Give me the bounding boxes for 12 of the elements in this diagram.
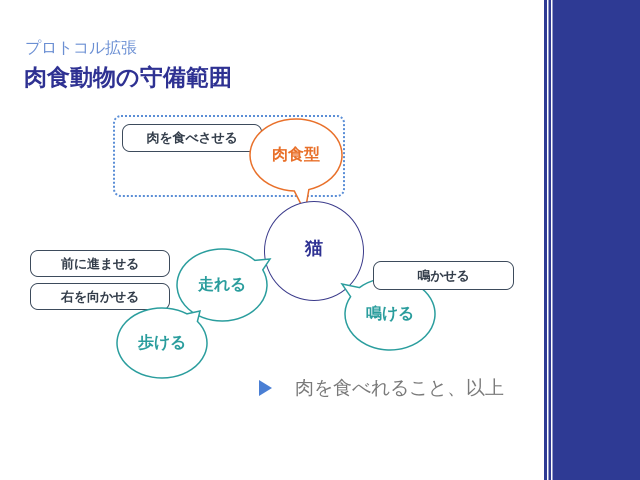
title: 肉食動物の守備範囲 [24, 64, 232, 93]
label-box: 右を向かせる [30, 283, 170, 310]
label-box: 鳴かせる [373, 261, 514, 290]
circle-node: 猫 [264, 201, 364, 301]
bullet-text: 肉を食べれること、以上 [295, 376, 504, 401]
bubble-label: 走れる [198, 274, 246, 296]
bubble-label: 鳴ける [366, 304, 414, 324]
label-box: 肉を食べさせる [122, 124, 262, 152]
label-box: 前に進ませる [30, 250, 170, 277]
bubble-label: 歩ける [138, 332, 186, 354]
subtitle: プロトコル拡張 [25, 38, 137, 59]
bubble-label: 肉食型 [272, 144, 320, 166]
